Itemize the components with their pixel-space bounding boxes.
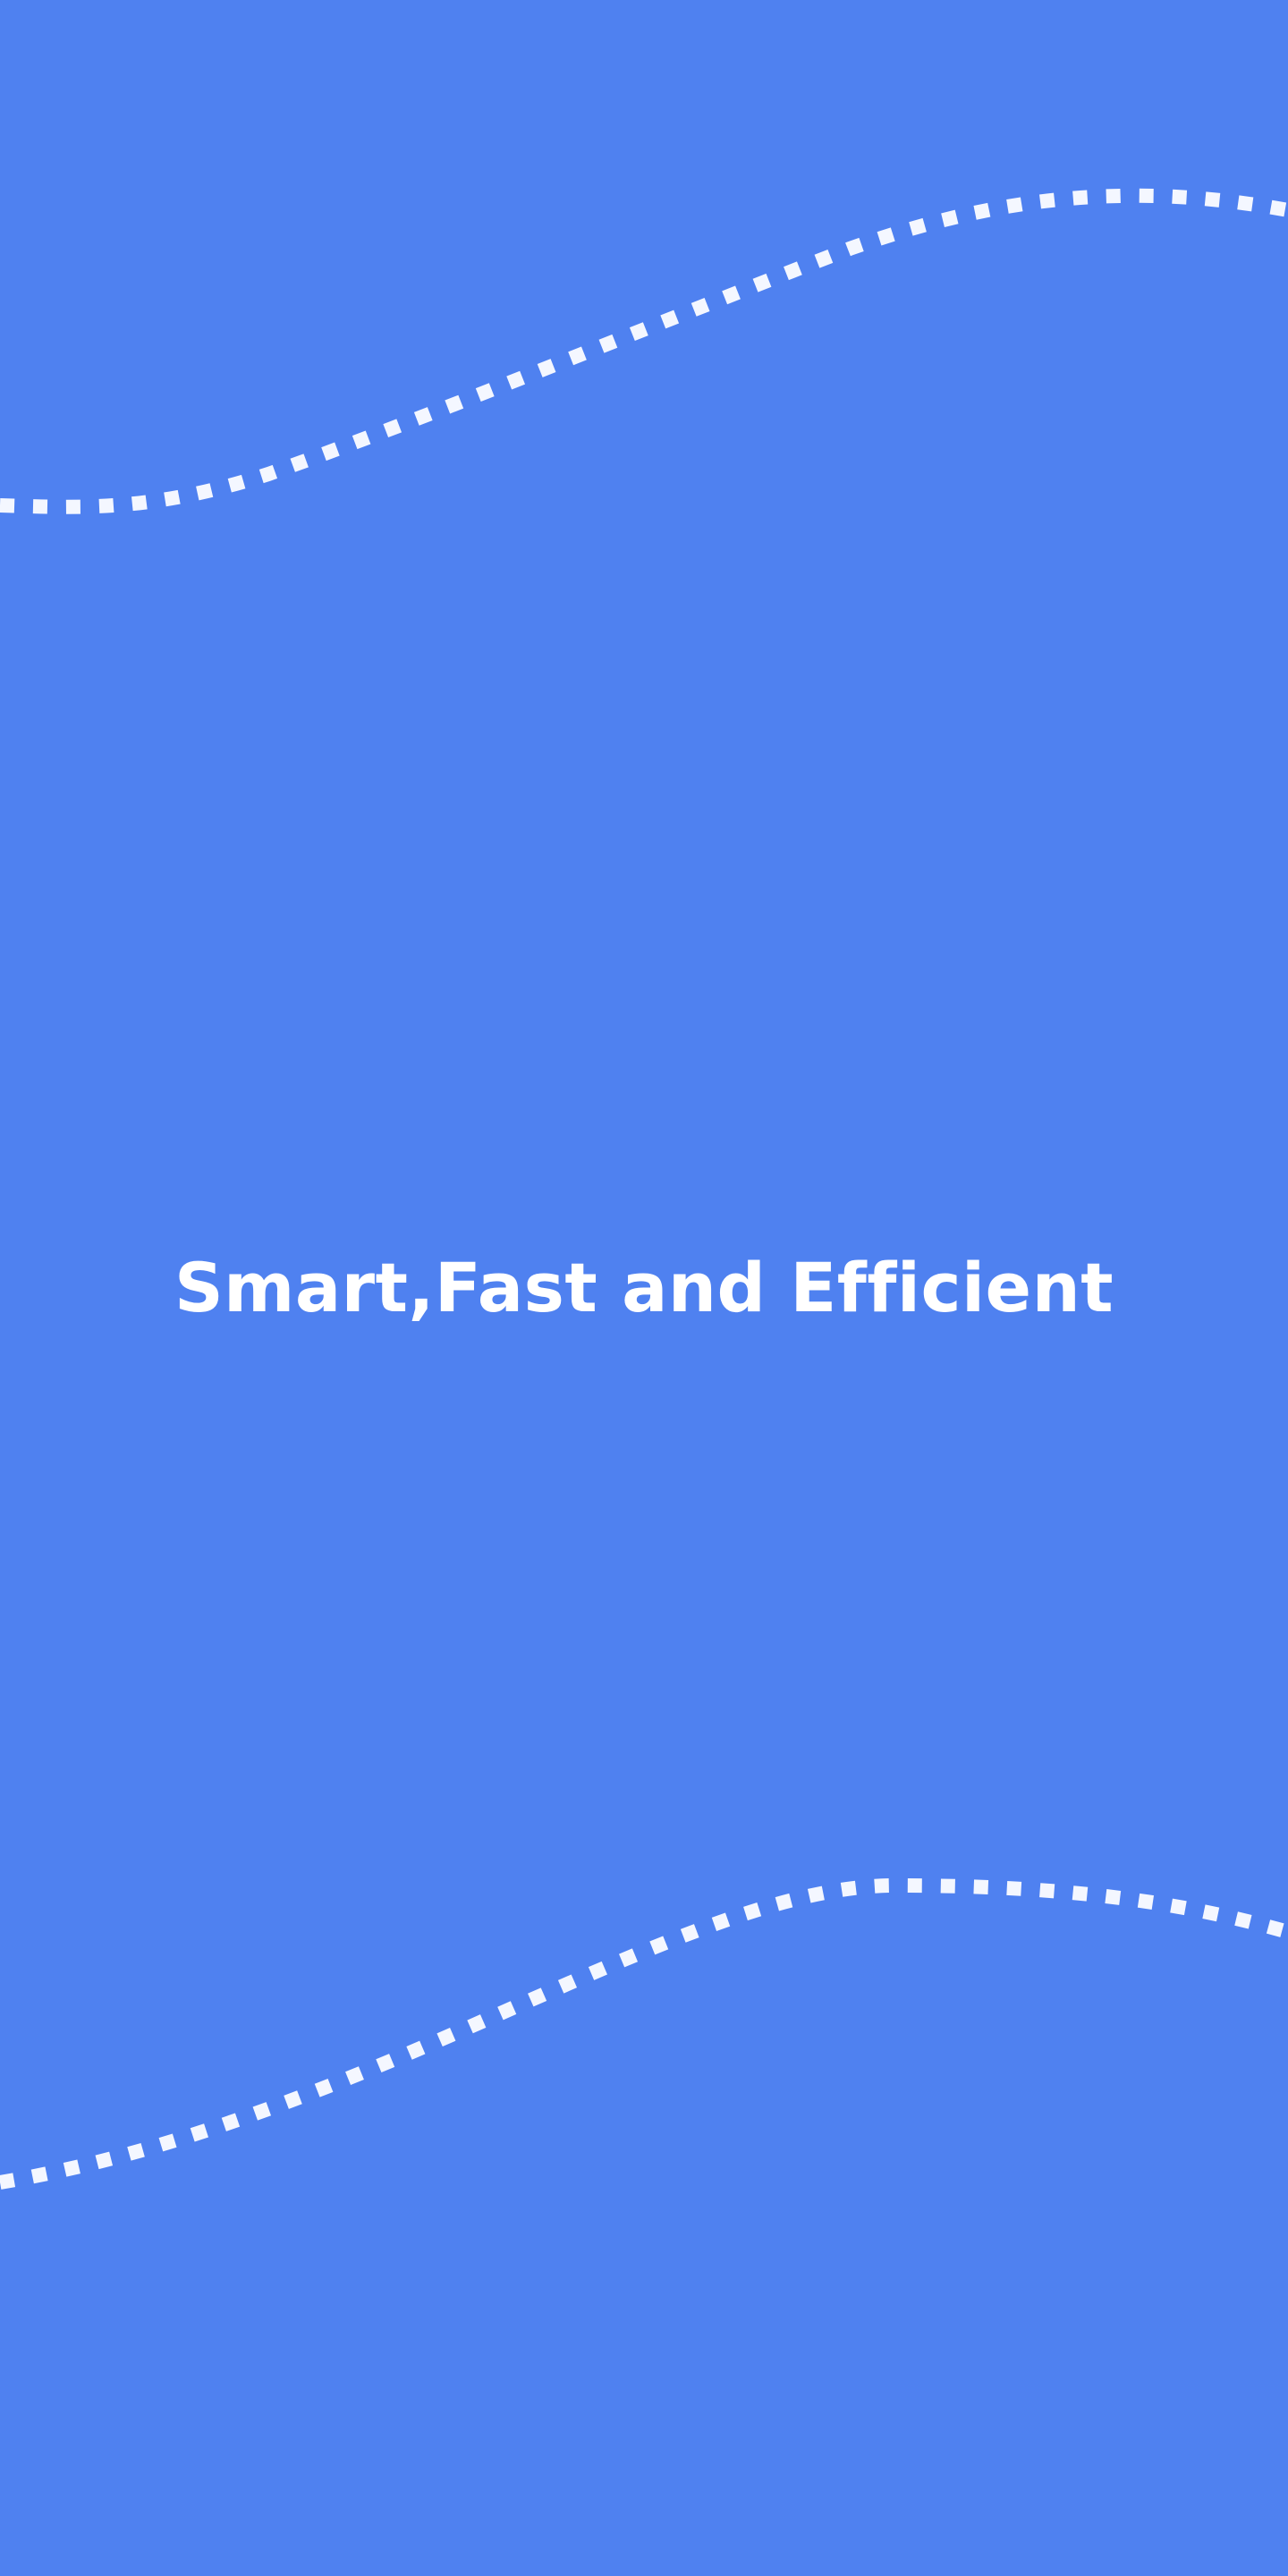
top-wave-path [0,188,1288,514]
bottom-wave-path [0,1877,1288,2190]
headline: Smart,Fast and Efficient [174,1248,1114,1327]
top-dotted-wave [0,188,1288,514]
bottom-dotted-wave [0,1877,1288,2190]
